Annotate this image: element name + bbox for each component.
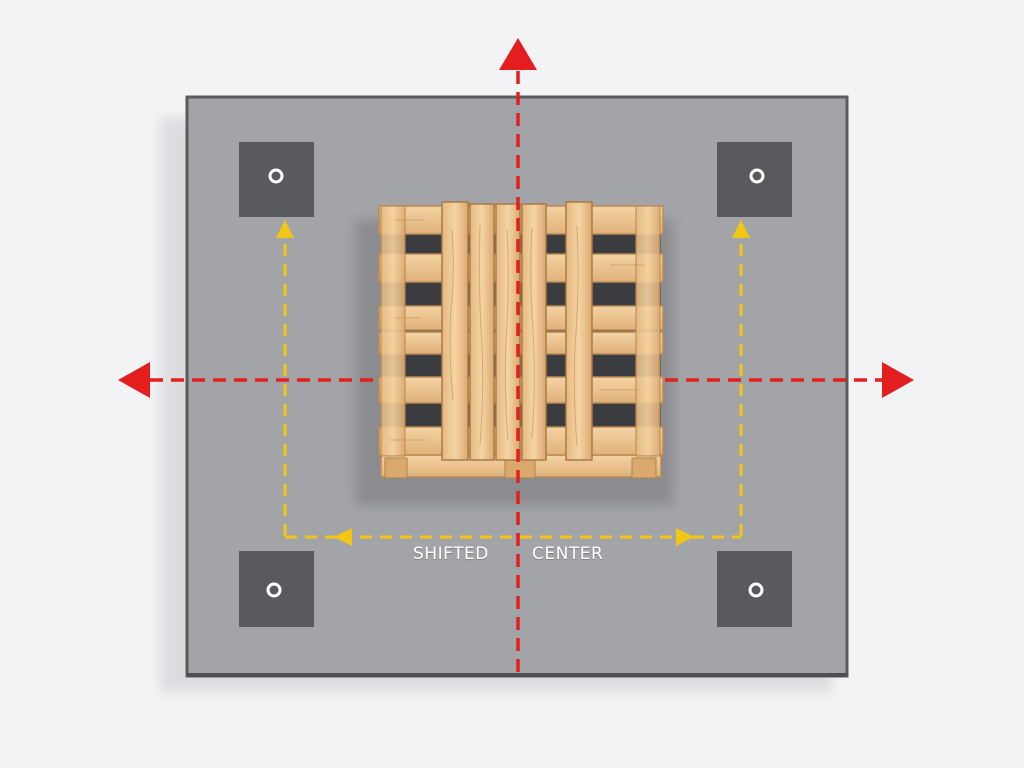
anchor-bolt-icon xyxy=(749,168,765,184)
arrow-head-icon xyxy=(676,528,694,546)
vertical-board xyxy=(521,203,547,461)
pallet-block xyxy=(631,457,657,479)
anchor-bolt-icon xyxy=(266,582,282,598)
deck-board xyxy=(378,331,664,355)
arrow-head-icon xyxy=(882,362,914,398)
shifted-center-guide xyxy=(283,236,743,539)
anchor-top-left xyxy=(239,142,314,217)
anchor-pad xyxy=(239,551,314,627)
anchor-pad xyxy=(717,551,792,627)
vertical-board xyxy=(441,201,469,461)
arrow-head-icon xyxy=(499,38,537,70)
anchor-bottom-left xyxy=(239,551,314,627)
center-axes xyxy=(150,68,885,672)
center-label: CENTER xyxy=(532,544,604,564)
arrow-head-icon xyxy=(118,362,150,398)
vertical-board xyxy=(495,203,521,461)
axis-arrow-heads xyxy=(118,38,914,398)
deck-board xyxy=(378,253,664,283)
deck-board xyxy=(378,305,664,331)
anchor-bolt-icon xyxy=(268,168,284,184)
arrow-head-icon xyxy=(732,220,750,238)
anchor-pad xyxy=(239,142,314,217)
arrow-head-icon xyxy=(276,220,294,238)
side-stringer xyxy=(380,205,406,457)
anchor-top-right xyxy=(717,142,792,217)
deck-board xyxy=(378,205,664,235)
side-stringer xyxy=(635,205,661,457)
anchor-bolt-icon xyxy=(748,582,764,598)
deck-board xyxy=(378,426,664,456)
pallet-block xyxy=(384,457,408,479)
base-plate-bottom-edge xyxy=(187,673,847,677)
wood-grain xyxy=(390,219,645,447)
guide-arrow-heads xyxy=(276,220,750,546)
anchor-bottom-right xyxy=(717,551,792,627)
arrow-head-icon xyxy=(334,528,352,546)
wooden-pallet xyxy=(378,201,664,479)
vertical-board xyxy=(565,201,593,461)
anchor-pad xyxy=(717,142,792,217)
pallet-block xyxy=(504,457,536,479)
shifted-label: SHIFTED xyxy=(413,544,489,564)
